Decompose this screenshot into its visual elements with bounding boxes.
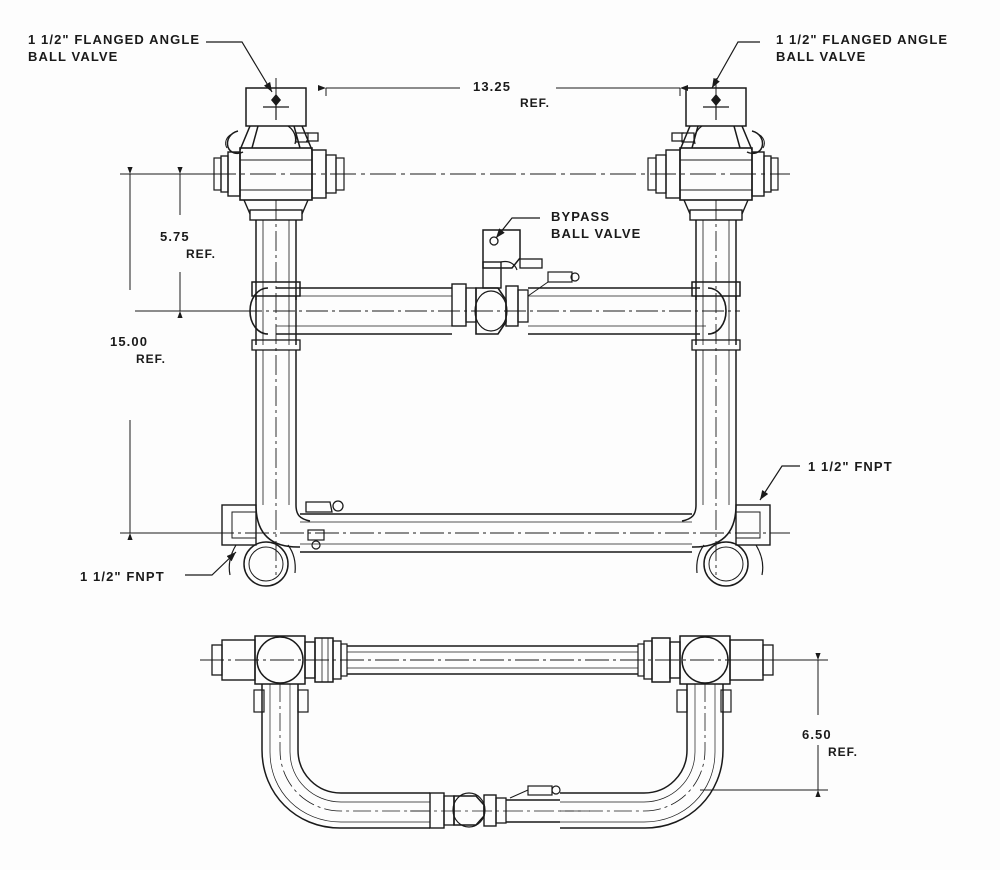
plan-bend-left xyxy=(253,684,430,829)
dim-width-13-25 xyxy=(275,78,717,96)
label-top-right-valve-line1: 1 1/2" FLANGED ANGLE xyxy=(776,32,949,47)
leader-lines xyxy=(185,41,800,576)
label-top-right-valve-line2: BALL VALVE xyxy=(776,49,867,64)
dim-height-15-00 xyxy=(120,167,222,540)
dim-label-6-50: 6.50 xyxy=(802,727,832,743)
dim-value-6-50: 6.50 xyxy=(802,727,832,742)
centerline-plan-right-bend xyxy=(560,684,706,812)
dim-label-15-00: 15.00 xyxy=(110,334,148,350)
dim-plan-6-50 xyxy=(700,653,828,797)
plan-bend-right xyxy=(560,684,732,829)
label-bypass-line2: BALL VALVE xyxy=(551,226,642,241)
bypass-ball-valve xyxy=(451,229,580,335)
valve-top-left xyxy=(213,87,345,221)
pipe-legs-lower xyxy=(255,350,737,505)
label-left-fnpt: 1 1/2" FNPT xyxy=(80,569,165,584)
pipe-vertical-right xyxy=(695,220,737,300)
plan-valve-left xyxy=(211,635,348,685)
dim-value-13-25: 13.25 xyxy=(473,79,512,94)
label-top-left-valve-line2: BALL VALVE xyxy=(28,49,119,64)
label-top-right-valve: 1 1/2" FLANGED ANGLE BALL VALVE xyxy=(776,31,948,65)
dim-value-15-00: 15.00 xyxy=(110,334,149,349)
pipe-vertical-left xyxy=(255,220,297,300)
tee-right-middle xyxy=(691,281,741,351)
label-bypass-valve: BYPASS BALL VALVE xyxy=(551,208,641,242)
elbow-bottom-left xyxy=(221,500,344,587)
label-top-left-valve-line1: 1 1/2" FLANGED ANGLE xyxy=(28,32,201,47)
dim-label-5-75: 5.75 xyxy=(160,229,190,245)
pipe-bottom xyxy=(300,513,692,553)
centerline-plan-left-bend xyxy=(279,684,430,812)
dim-ref-5-75: REF. xyxy=(186,247,217,261)
dim-ref-15-00: REF. xyxy=(136,352,167,366)
dim-ref-6-50: REF. xyxy=(828,745,859,759)
label-top-left-valve: 1 1/2" FLANGED ANGLE BALL VALVE xyxy=(28,31,200,65)
label-bypass-line1: BYPASS xyxy=(551,209,611,224)
plan-bypass-valve xyxy=(429,785,561,829)
dim-value-5-75: 5.75 xyxy=(160,229,190,244)
dim-height-5-75 xyxy=(135,167,252,318)
label-right-fnpt: 1 1/2" FNPT xyxy=(808,459,893,474)
dim-label-13-25: 13.25 xyxy=(473,79,511,95)
tee-left-middle xyxy=(251,281,301,351)
elbow-bottom-right xyxy=(681,504,771,587)
dim-ref-13-25: REF. xyxy=(520,96,551,110)
pipe-middle-left xyxy=(249,287,452,335)
valve-top-right xyxy=(647,87,779,221)
plan-pipe-top xyxy=(347,645,638,675)
